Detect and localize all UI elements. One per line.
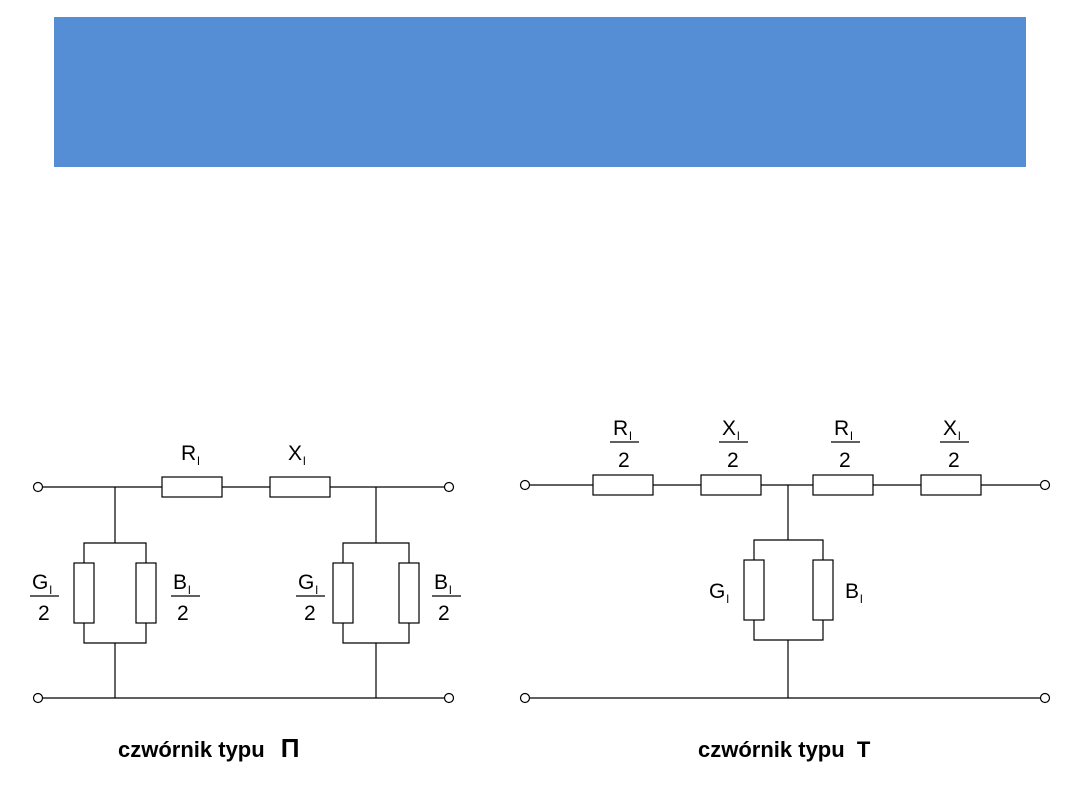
svg-text:2: 2 — [727, 449, 739, 472]
pi-terminal-input-top — [32, 481, 44, 493]
pi-resistor-r — [161, 476, 223, 498]
svg-text:2: 2 — [438, 602, 450, 625]
svg-text:2: 2 — [38, 602, 50, 625]
t-label-r2-fraction: Rl 2 — [831, 417, 860, 472]
pi-left-conductance-g — [73, 562, 95, 624]
svg-text:Rl: Rl — [613, 417, 632, 443]
svg-text:2: 2 — [618, 449, 630, 472]
svg-text:Bl: Bl — [173, 571, 191, 597]
pi-label-x: Xl — [288, 442, 306, 468]
t-network: Rl 2 Xl 2 Rl 2 Xl 2 Gl Bl czwórnik typu … — [519, 417, 1051, 762]
pi-label-right-g-fraction: Gl 2 — [296, 571, 325, 625]
svg-text:Rl: Rl — [834, 417, 853, 443]
pi-terminal-output-top — [443, 481, 455, 493]
title-banner — [54, 17, 1026, 167]
pi-right-shunt-top-bus — [342, 542, 410, 563]
t-conductance-g — [743, 559, 765, 621]
t-terminal-input-bottom — [519, 692, 531, 704]
pi-label-left-g-fraction: Gl 2 — [30, 571, 59, 625]
t-reactance-x2 — [920, 474, 982, 496]
pi-reactance-x — [269, 476, 331, 498]
t-susceptance-b — [812, 559, 834, 621]
pi-right-shunt-bottom-bus — [342, 623, 410, 644]
svg-text:2: 2 — [177, 602, 189, 625]
t-label-r1-fraction: Rl 2 — [610, 417, 639, 472]
pi-left-shunt-top-bus — [83, 542, 147, 563]
t-caption: czwórnik typu T — [698, 737, 871, 762]
t-reactance-x1 — [700, 474, 762, 496]
pi-label-right-b-fraction: Bl 2 — [432, 571, 461, 625]
t-label-x1-fraction: Xl 2 — [719, 417, 748, 472]
svg-text:2: 2 — [839, 449, 851, 472]
t-terminal-output-top — [1039, 479, 1051, 491]
pi-label-left-b-fraction: Bl 2 — [171, 571, 200, 625]
svg-text:2: 2 — [304, 602, 316, 625]
svg-text:Bl: Bl — [434, 571, 452, 597]
svg-text:Gl: Gl — [32, 571, 52, 597]
pi-terminal-input-bottom — [32, 692, 44, 704]
t-shunt-top-bus — [753, 539, 824, 560]
pi-label-r: Rl — [181, 442, 200, 468]
pi-terminal-output-bottom — [443, 692, 455, 704]
svg-text:Xl: Xl — [722, 417, 740, 443]
pi-left-susceptance-b — [135, 562, 157, 624]
pi-left-shunt-bottom-bus — [83, 623, 147, 644]
svg-text:Gl: Gl — [298, 571, 318, 597]
t-label-x2-fraction: Xl 2 — [940, 417, 969, 472]
t-terminal-output-bottom — [1039, 692, 1051, 704]
t-resistor-r2 — [812, 474, 874, 496]
pi-right-susceptance-b — [398, 562, 420, 624]
t-label-g: Gl — [709, 580, 729, 606]
t-terminal-input-top — [519, 479, 531, 491]
t-shunt-bottom-bus — [753, 620, 824, 641]
t-resistor-r1 — [592, 474, 654, 496]
svg-text:2: 2 — [948, 449, 960, 472]
svg-text:Xl: Xl — [943, 417, 961, 443]
t-label-b: Bl — [845, 580, 863, 606]
pi-right-conductance-g — [332, 562, 354, 624]
